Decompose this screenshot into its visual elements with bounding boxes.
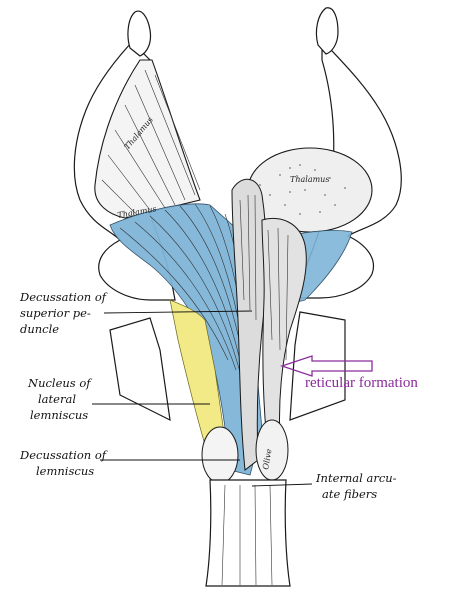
spinal-cord-lines (221, 484, 273, 586)
central-hatching (239, 194, 289, 361)
label-decussation-superior-line2: superior pe- (20, 306, 91, 320)
leader-decussation-superior (103, 310, 253, 314)
right-midbrain (261, 218, 307, 451)
olive-label: Olive (261, 448, 274, 470)
label-internal-arcuate-line1: Internal arcu- (315, 471, 397, 485)
leader-internal-arcuate (251, 483, 313, 487)
thalamus-right-label: Thalamus (290, 175, 329, 184)
blue-fiber-region (109, 203, 263, 476)
label-nucleus-lateral-line1: Nucleus of (27, 376, 92, 390)
right-lateral-flap (289, 311, 346, 421)
spinal-cord (205, 479, 291, 587)
left-thalamus-cap (94, 59, 201, 219)
left-thalamus-hatching (101, 69, 201, 214)
label-decussation-lemniscus-line1: Decussation of (19, 448, 108, 462)
left-lateral-flap (109, 317, 171, 422)
left-top-knob (127, 10, 152, 57)
right-top-knob (315, 7, 339, 55)
label-decussation-superior-line3: duncle (20, 322, 59, 336)
reticular-arrow (279, 355, 373, 377)
label-reticular-formation: reticular formation (305, 375, 418, 391)
left-bulge (201, 426, 239, 484)
label-decussation-lemniscus-line2: lemniscus (36, 464, 94, 478)
label-decussation-superior-line1: Decussation of (19, 290, 108, 304)
right-thalamus-stipple (259, 164, 346, 215)
label-nucleus-lateral-line2: lateral (38, 392, 76, 406)
label-nucleus-lateral-line3: lemniscus (30, 408, 88, 422)
label-internal-arcuate-line2: ate fibers (322, 487, 377, 501)
central-peduncle (231, 178, 267, 471)
